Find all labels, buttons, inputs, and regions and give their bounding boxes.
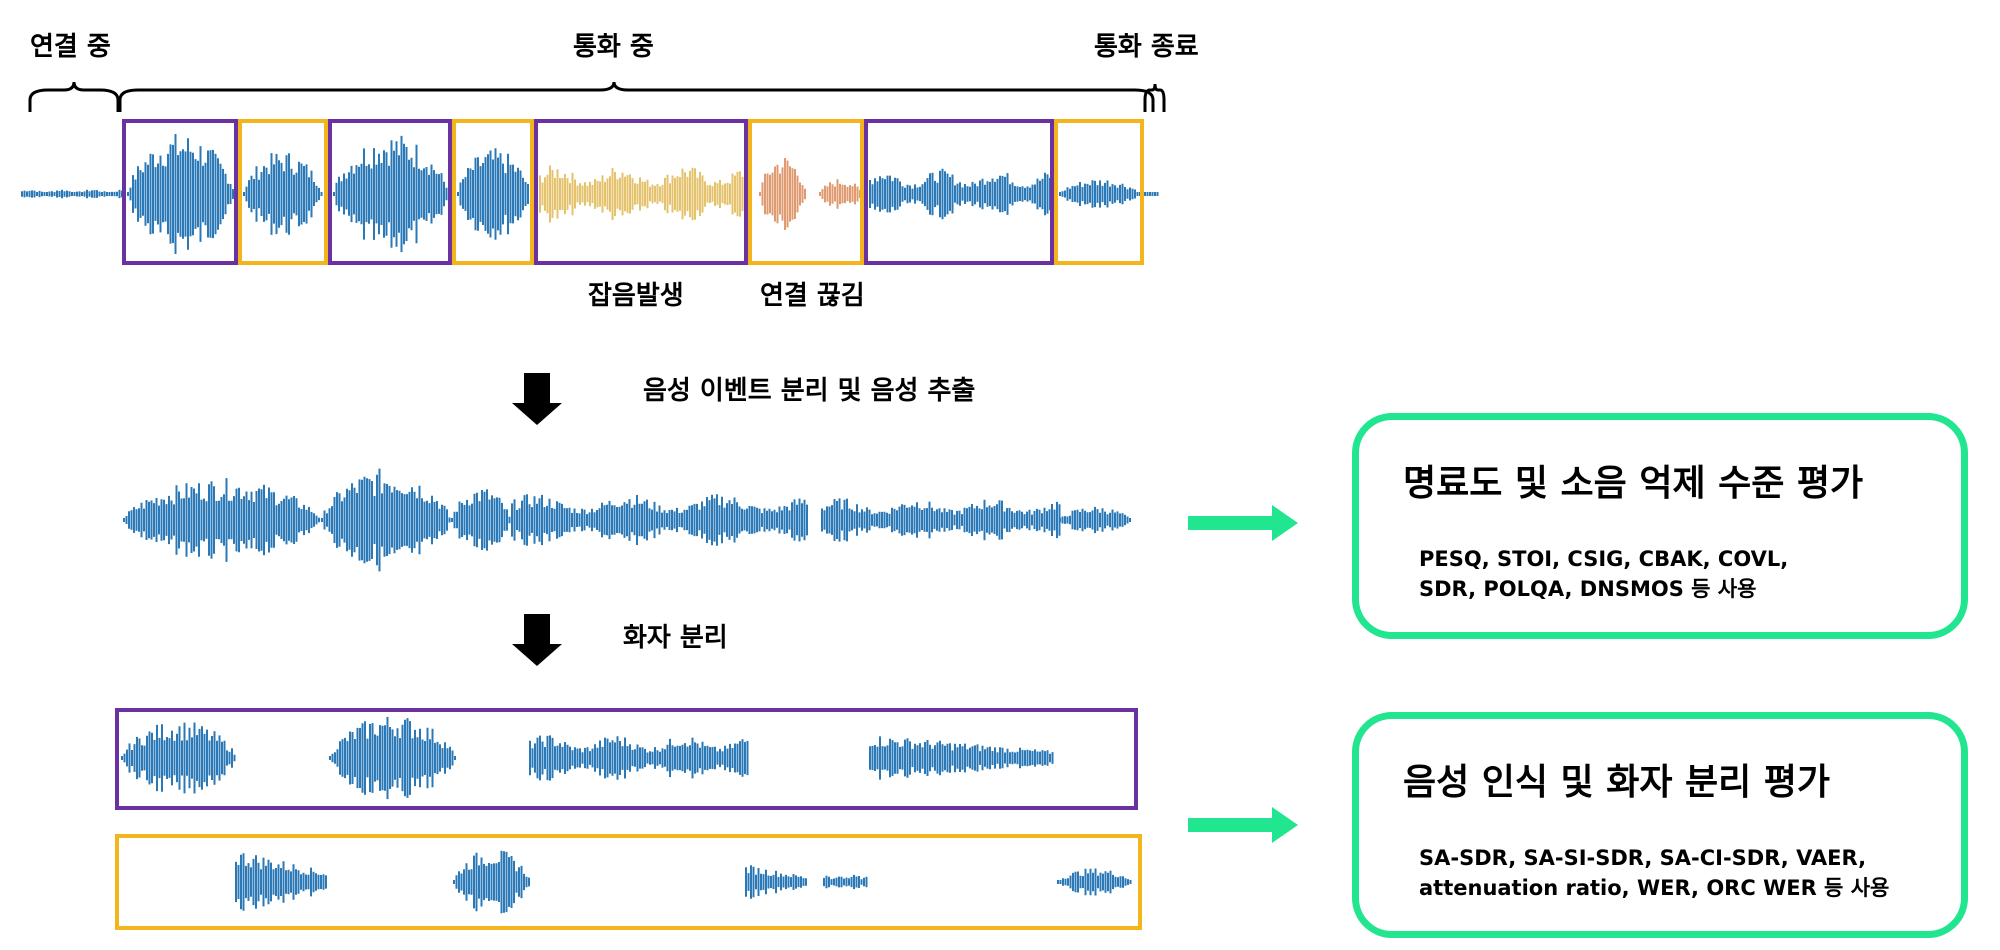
metrics-line: SDR, POLQA, DNSMOS 등 사용	[1419, 577, 1757, 601]
waveform-segment	[121, 722, 236, 794]
waveform-segment	[819, 179, 861, 209]
waveform-segment	[333, 135, 448, 253]
waveform-segment	[123, 478, 320, 562]
panel-metrics: PESQ, STOI, CSIG, CBAK, COVL, SDR, POLQA…	[1419, 544, 1788, 604]
in-call-brace	[118, 81, 1155, 112]
extracted-speech-waveform	[123, 468, 1131, 572]
waveform-segment	[745, 865, 807, 899]
waveform-segment	[329, 716, 456, 800]
right-arrow-icon	[1188, 505, 1298, 541]
metrics-line: attenuation ratio, WER, ORC WER 등 사용	[1419, 876, 1890, 900]
call-end-brace	[1143, 83, 1166, 112]
waveform-segment	[511, 494, 808, 546]
phase-label-call-end: 통화 종료	[1094, 32, 1199, 62]
step-label-event-separation: 음성 이벤트 분리 및 음성 추출	[643, 376, 976, 406]
down-arrow-icon	[512, 373, 562, 425]
waveform-segment	[869, 736, 1054, 780]
speaker2-waveform	[235, 850, 1132, 914]
waveform-segment	[457, 148, 529, 240]
waveform-segment	[869, 168, 1051, 220]
recognition-evaluation-panel: 음성 인식 및 화자 분리 평가 SA-SDR, SA-SI-SDR, SA-C…	[1352, 712, 1968, 938]
waveform-segment	[243, 153, 323, 235]
waveform-segment	[1059, 506, 1131, 534]
waveform-segment	[1059, 180, 1141, 208]
speaker1-track-box	[115, 708, 1138, 810]
quality-evaluation-panel: 명료도 및 소음 억제 수준 평가 PESQ, STOI, CSIG, CBAK…	[1352, 413, 1968, 639]
waveform-segment	[21, 189, 123, 199]
down-arrow-icon	[512, 614, 562, 666]
segment-box-speaker1	[864, 119, 1054, 265]
speaker1-waveform	[121, 716, 1054, 800]
panel-title: 음성 인식 및 화자 분리 평가	[1403, 762, 1830, 803]
segment-box-speaker2	[452, 119, 534, 265]
phase-label-connecting: 연결 중	[30, 32, 111, 62]
speaker2-track-box	[115, 834, 1142, 930]
waveform-segment	[127, 134, 234, 254]
segment-box-speaker2	[748, 119, 864, 265]
panel-metrics: SA-SDR, SA-SI-SDR, SA-CI-SDR, VAER, atte…	[1419, 843, 1889, 903]
connecting-brace	[28, 81, 120, 112]
event-label-disconnect: 연결 끊김	[760, 281, 865, 311]
waveform-segment	[235, 853, 327, 911]
segment-box-speaker1	[328, 119, 452, 265]
waveform-segment	[759, 158, 806, 230]
metrics-line: PESQ, STOI, CSIG, CBAK, COVL,	[1419, 547, 1789, 571]
event-label-noise: 잡음발생	[588, 281, 684, 311]
waveform-segment	[321, 468, 451, 572]
phase-label-in-call: 통화 중	[573, 32, 654, 62]
waveform-segment	[453, 850, 530, 914]
right-arrow-icon	[1188, 807, 1298, 843]
waveform-segment	[529, 735, 749, 781]
waveform-segment	[451, 489, 511, 551]
step-label-speaker-separation: 화자 분리	[623, 623, 728, 653]
segment-box-speaker2	[238, 119, 328, 265]
full-call-waveform	[21, 134, 1159, 254]
panel-title: 명료도 및 소음 억제 수준 평가	[1403, 463, 1864, 504]
segment-box-speaker1	[534, 119, 748, 265]
segment-box-speaker1	[122, 119, 238, 265]
waveform-segment	[1057, 868, 1132, 896]
waveform-segment	[823, 874, 868, 890]
waveform-segment	[821, 498, 1061, 542]
segment-box-speaker2	[1054, 119, 1144, 265]
metrics-line: SA-SDR, SA-SI-SDR, SA-CI-SDR, VAER,	[1419, 846, 1867, 870]
waveform-segment	[539, 165, 746, 223]
